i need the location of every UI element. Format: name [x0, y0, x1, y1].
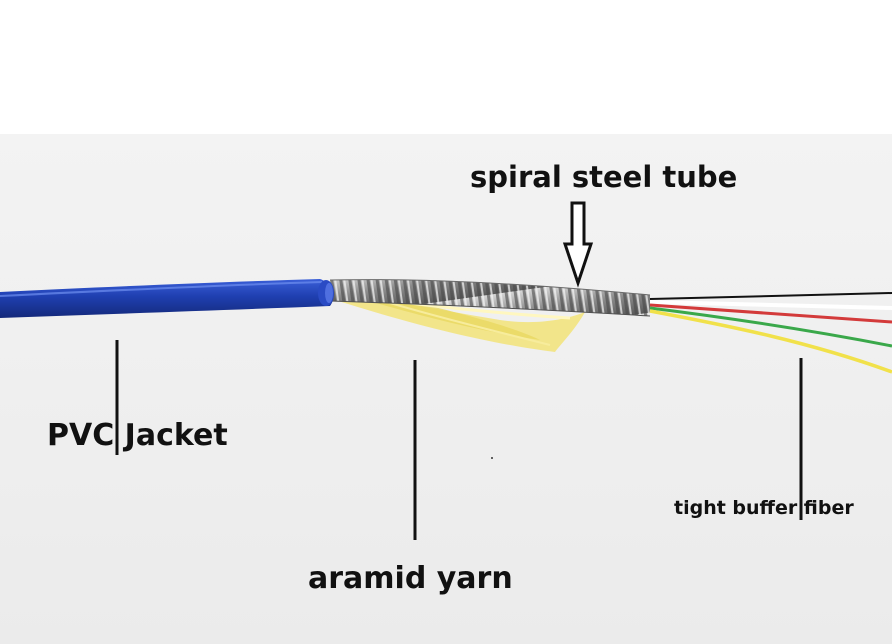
spiral-steel-tube-label: spiral steel tube	[470, 160, 738, 194]
aramid-yarn-label: aramid yarn	[308, 561, 513, 596]
tight-buffer-fibers	[649, 292, 892, 374]
speck	[491, 457, 493, 459]
tight-buffer-fiber-label: tight buffer fiber	[674, 497, 854, 519]
spiral-steel-tube	[329, 279, 651, 317]
spiral-steel-tube-arrow	[562, 201, 594, 288]
aramid-yarn	[335, 292, 585, 352]
pvc-jacket	[0, 279, 334, 318]
photo-background	[0, 134, 892, 644]
pvc-jacket-label: PVC Jacket	[47, 418, 228, 453]
